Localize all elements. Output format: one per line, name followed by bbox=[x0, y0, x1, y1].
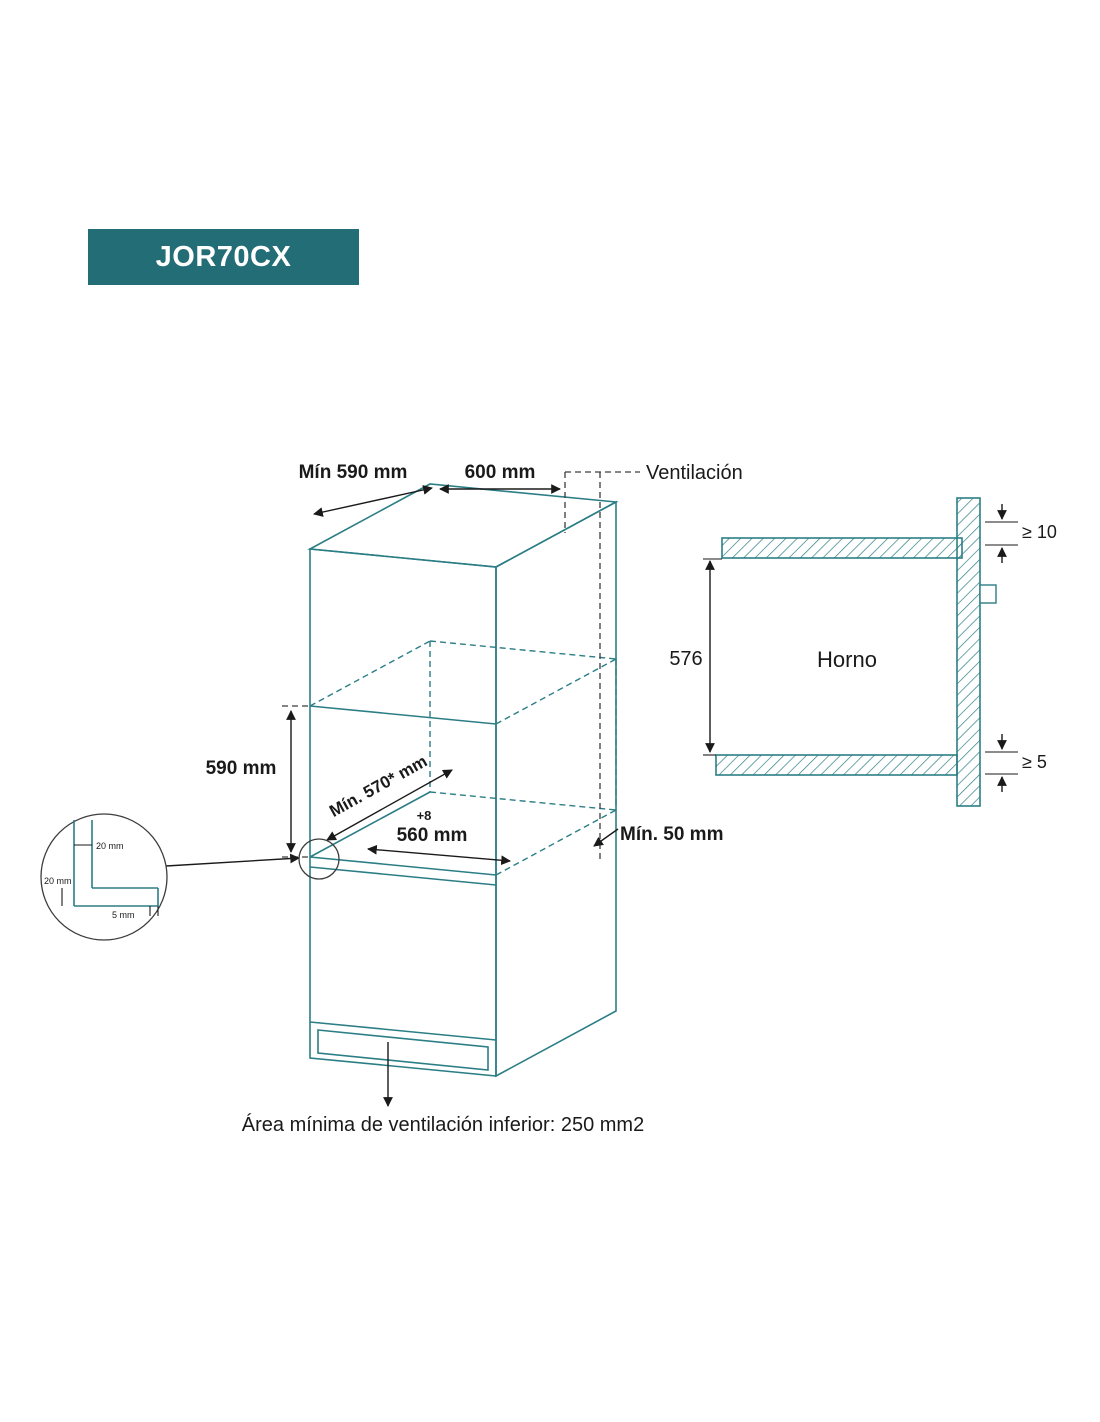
niche-top-edge bbox=[309, 705, 497, 725]
shelf-thickness-edge bbox=[309, 866, 497, 886]
label-niche-width-tolerance: +8 bbox=[417, 808, 432, 823]
label-oven: Horno bbox=[817, 647, 877, 672]
detail-label-shelf-thickness: 20 mm bbox=[44, 876, 72, 886]
section-bottom-panel bbox=[715, 754, 958, 776]
cabinet-top-face bbox=[307, 483, 619, 568]
detail-label-front-offset: 5 mm bbox=[112, 910, 135, 920]
dim-leader-rear-gap bbox=[593, 828, 619, 847]
label-bottom-clearance: ≥ 5 bbox=[1022, 752, 1047, 772]
shelf-depth-right bbox=[495, 809, 617, 876]
label-section-height: 576 bbox=[669, 648, 702, 670]
niche-bottom-edge bbox=[309, 856, 497, 876]
ventilation-channel bbox=[564, 471, 640, 862]
niche-back-top bbox=[429, 640, 617, 660]
cabinet-front-face bbox=[309, 548, 497, 1077]
label-niche-height: 590 mm bbox=[206, 758, 277, 779]
dim-arrow-top-depth bbox=[313, 485, 433, 517]
base-panel-edge bbox=[309, 1021, 497, 1041]
niche-back-bottom bbox=[429, 791, 617, 811]
section-view: 576 Horno ≥ 10 ≥ 5 bbox=[669, 497, 1057, 807]
detail-label-panel-thickness: 20 mm bbox=[96, 841, 124, 851]
label-top-width: 600 mm bbox=[465, 462, 536, 483]
niche-depth-right bbox=[495, 658, 617, 725]
base-vent-slot bbox=[317, 1029, 489, 1071]
cabinet-side-face bbox=[495, 500, 617, 1078]
label-niche-width: 560 mm bbox=[397, 825, 468, 846]
niche-hidden-lines bbox=[309, 640, 617, 876]
cabinet-labels: Mín 590 mm 600 mm Ventilación 590 mm Mín… bbox=[206, 462, 743, 1136]
label-bottom-vent-note: Área mínima de ventilación inferior: 250… bbox=[242, 1113, 644, 1136]
label-top-clearance: ≥ 10 bbox=[1022, 522, 1057, 542]
dimension-lines bbox=[282, 484, 619, 1107]
corner-detail: 20 mm 20 mm 5 mm bbox=[40, 813, 340, 941]
section-rear-panel bbox=[956, 497, 981, 807]
dim-arrow-niche-depth bbox=[326, 769, 453, 841]
section-top-panel bbox=[721, 537, 963, 559]
label-ventilation: Ventilación bbox=[646, 462, 743, 484]
model-badge: JOR70CX bbox=[88, 229, 359, 285]
cabinet-isometric bbox=[307, 483, 619, 1078]
model-badge-label: JOR70CX bbox=[155, 240, 292, 273]
detail-magnifier-circle bbox=[40, 813, 168, 941]
section-rear-notch bbox=[979, 584, 997, 604]
label-top-depth: Mín 590 mm bbox=[299, 462, 408, 483]
detail-target-circle bbox=[298, 838, 340, 880]
detail-drawing: 20 mm 20 mm 5 mm bbox=[44, 820, 159, 920]
label-rear-gap: Mín. 50 mm bbox=[620, 824, 723, 845]
label-niche-depth: Mín. 570* mm bbox=[326, 752, 430, 821]
niche-depth-left bbox=[309, 640, 431, 707]
dim-arrow-niche-width bbox=[367, 844, 511, 866]
detail-leader-line bbox=[165, 853, 300, 867]
